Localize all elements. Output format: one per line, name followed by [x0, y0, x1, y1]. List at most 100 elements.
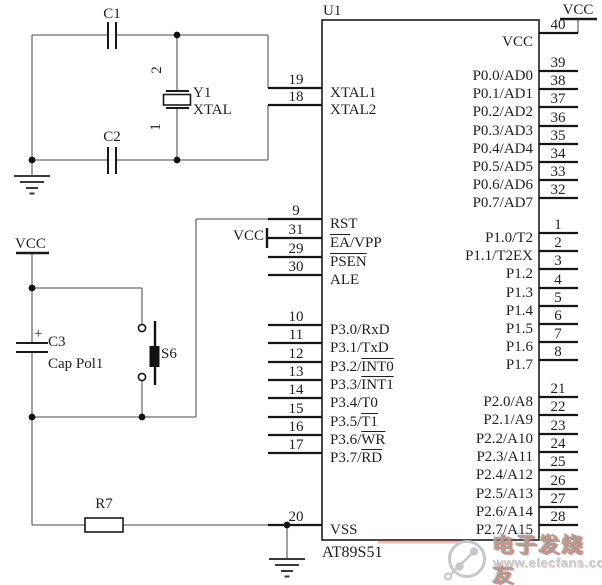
pin-label-27: P2.6/A14	[475, 504, 533, 520]
capacitor-c3-label: C3	[48, 334, 66, 350]
watermark-logo	[444, 540, 486, 581]
pin-number-26: 26	[550, 473, 566, 489]
pin-number-32: 32	[550, 182, 566, 198]
pin-label-34: P0.5/AD5	[472, 159, 533, 175]
vcc-label-top: VCC	[562, 2, 594, 18]
pin-label-9: RST	[330, 216, 358, 232]
pin-label-33: P0.6/AD6	[472, 177, 533, 193]
pin-label-3: P1.2	[505, 266, 533, 282]
pin-label-14: P3.4/T0	[330, 395, 378, 411]
pin-label-4: P1.3	[505, 285, 533, 301]
pin-label-36: P0.3/AD3	[472, 123, 533, 139]
pin-label-25: P2.4/A12	[475, 467, 533, 483]
pin-number-2: 2	[554, 235, 562, 251]
pin-number-38: 38	[550, 73, 566, 89]
pin-label-40: VCC	[502, 34, 533, 50]
pin-label-8: P1.7	[505, 357, 533, 373]
pin-label-2: P1.1/T2EX	[465, 248, 533, 264]
pin-label-38: P0.1/AD1	[472, 86, 533, 102]
pin-label-22: P2.1/A9	[483, 412, 533, 428]
pin-number-24: 24	[550, 436, 566, 452]
crystal-designator: Y1	[193, 85, 212, 101]
capacitor-c3	[16, 342, 48, 353]
pin-number-12: 12	[288, 346, 304, 362]
pin-label-5: P1.4	[505, 303, 533, 319]
resistor-r7	[84, 517, 124, 533]
watermark-url-text: www.elecfans.com	[493, 555, 602, 570]
pin-number-21: 21	[550, 381, 566, 397]
pin-label-6: P1.5	[505, 321, 533, 337]
pin-label-32: P0.7/AD7	[472, 195, 533, 211]
pin-label-16: P3.6/WR	[330, 432, 386, 448]
pin-label-7: P1.6	[505, 339, 533, 355]
pin-number-20: 20	[288, 509, 304, 525]
pin-number-18: 18	[288, 89, 304, 105]
pin-label-10: P3.0/RxD	[330, 322, 390, 338]
crystal-pin1-number: 1	[148, 123, 164, 131]
crystal-value: XTAL	[193, 102, 232, 118]
pin-label-17: P3.7/RD	[330, 450, 383, 466]
pin-number-14: 14	[288, 382, 304, 398]
pin-label-18: XTAL2	[330, 102, 377, 118]
pin-number-31: 31	[288, 222, 304, 238]
pin-label-15: P3.5/T1	[330, 414, 378, 430]
pin-number-37: 37	[550, 91, 566, 107]
pin-label-12: P3.2/INT0	[330, 359, 394, 375]
pin-number-10: 10	[288, 309, 304, 325]
pin-number-7: 7	[554, 326, 562, 342]
pin-label-39: P0.0/AD0	[472, 68, 533, 84]
pin-label-1: P1.0/T2	[485, 230, 533, 246]
pin-label-20: VSS	[330, 522, 358, 538]
pin-number-33: 33	[550, 164, 566, 180]
pin-number-1: 1	[554, 217, 562, 233]
pin-number-28: 28	[550, 509, 566, 525]
pin-number-16: 16	[288, 419, 304, 435]
pin-number-11: 11	[288, 327, 304, 343]
vcc-label-left: VCC	[15, 236, 46, 252]
pin-number-17: 17	[288, 437, 304, 453]
pin-label-28: P2.7/A15	[475, 522, 533, 538]
pin-number-29: 29	[288, 241, 304, 257]
pin-number-9: 9	[292, 203, 300, 219]
pin-label-26: P2.5/A13	[475, 486, 533, 502]
ic-designator: U1	[323, 3, 342, 19]
pin-label-24: P2.3/A11	[476, 449, 533, 465]
pin-label-37: P0.2/AD2	[472, 104, 533, 120]
pin-number-23: 23	[550, 418, 566, 434]
wires	[31, 19, 579, 558]
ic-pin-stubs	[268, 31, 578, 527]
capacitor-c2-label: C2	[103, 129, 121, 145]
resistor-r7-label: R7	[95, 496, 113, 512]
pin-label-30: ALE	[330, 272, 360, 288]
junction-dots	[28, 31, 291, 529]
pin-number-5: 5	[554, 290, 562, 306]
pin-number-13: 13	[288, 364, 304, 380]
pin-number-3: 3	[554, 253, 562, 269]
pin-label-11: P3.1/TxD	[330, 340, 389, 356]
switch-s6	[137, 321, 160, 385]
capacitor-c3-value: Cap Pol1	[48, 356, 104, 372]
pin-label-35: P0.4/AD4	[472, 141, 533, 157]
ground-symbol-left	[14, 175, 50, 195]
capacitor-c3-polarity: +	[34, 326, 43, 342]
pin-number-35: 35	[550, 128, 566, 144]
crystal-pin2-number: 2	[149, 66, 165, 74]
ic-part-number: AT89S51	[322, 544, 383, 561]
pin-number-40: 40	[550, 17, 566, 33]
capacitor-c1-label: C1	[103, 6, 121, 22]
capacitor-c2	[107, 147, 117, 174]
pin-label-19: XTAL1	[330, 85, 377, 101]
pin-number-30: 30	[288, 259, 304, 275]
capacitor-c1	[107, 22, 117, 49]
watermark-brand-text: 电子发烧友	[492, 533, 584, 585]
pin-number-15: 15	[288, 401, 304, 417]
pin-number-27: 27	[550, 491, 566, 507]
vcc-label-ea: VCC	[233, 228, 264, 244]
pin-number-25: 25	[550, 454, 566, 470]
crystal-y1	[162, 90, 192, 109]
pin-label-29: PSEN	[330, 254, 367, 270]
pin-number-6: 6	[554, 308, 562, 324]
pin-number-8: 8	[554, 344, 562, 360]
